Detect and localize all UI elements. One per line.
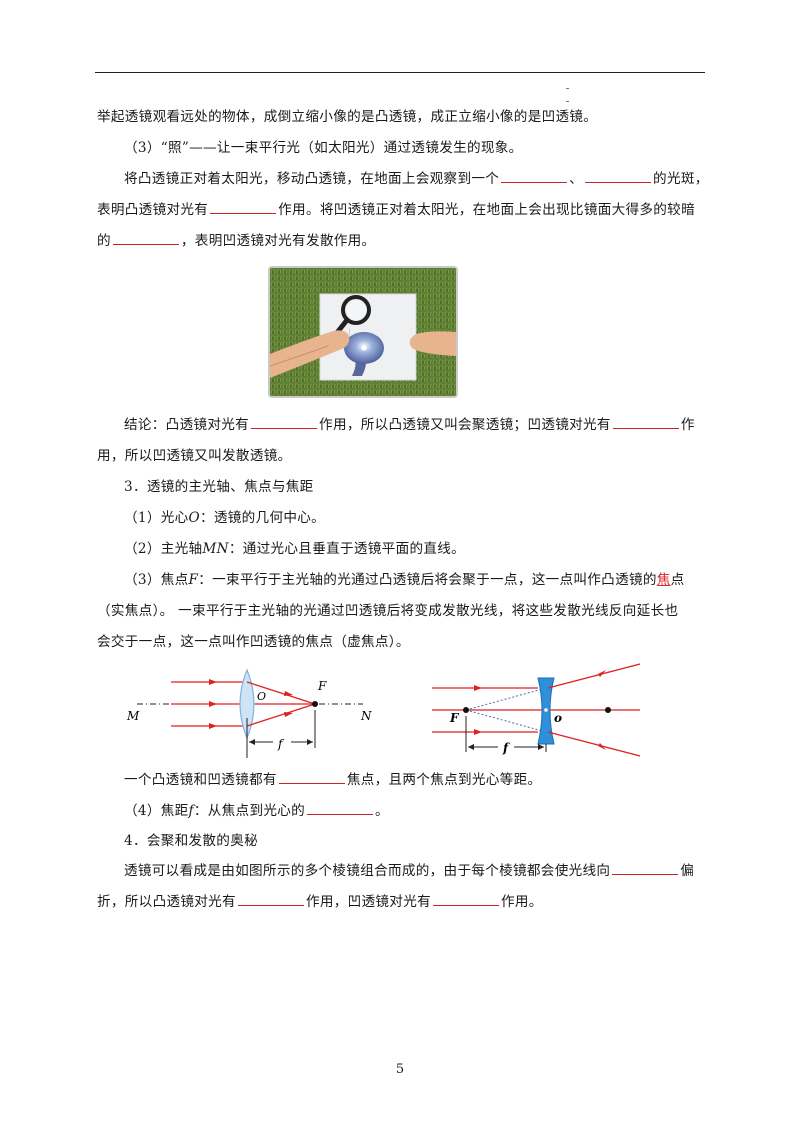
paragraph-virtual-focus: 会交于一点，这一点叫作凹透镜的焦点（虚焦点）。 <box>97 627 707 657</box>
text: 一个凸透镜和凹透镜都有 <box>124 772 277 788</box>
refracted-ray <box>547 731 641 757</box>
section-heading-converge: 4．会聚和发散的奥秘 <box>97 826 734 856</box>
text: 的 <box>97 233 111 249</box>
text: 4．会聚和发散的奥秘 <box>124 833 258 849</box>
header-mark <box>566 88 569 89</box>
text: 折，所以凸透镜对光有 <box>97 894 236 910</box>
refracted-ray <box>246 681 316 705</box>
paragraph-shine-heading: （3）“照”——让一束平行光（如太阳光）通过透镜发生的现象。 <box>97 133 734 163</box>
page-number: 5 <box>395 1062 405 1077</box>
focal-point-dot <box>312 701 318 707</box>
text: ：一束平行于主光轴的光通过凸透镜后将会聚于一点，这一点叫作凸透镜的 <box>198 572 657 588</box>
fill-blank[interactable] <box>612 861 679 875</box>
text: 、 <box>569 171 584 187</box>
label-focal-length: f <box>502 741 510 755</box>
text: ，表明凹透镜对光有发散作用。 <box>180 233 376 249</box>
paragraph-convex-effect: 表明凸透镜对光有 作用。将凹透镜正对着太阳光，在地面上会出现比镜面大得多的较暗 <box>97 195 707 225</box>
text: 透镜可以看成是由如图所示的多个棱镜组合而成的，由于每个棱镜都会使光线向 <box>124 863 611 879</box>
text: 作用。 <box>500 894 543 910</box>
fill-blank[interactable] <box>210 200 277 214</box>
fill-blank[interactable] <box>585 169 652 183</box>
fill-blank[interactable] <box>237 892 304 906</box>
text: 作用，凹透镜对光有 <box>305 894 431 910</box>
magnifier-sunlight-photo <box>268 266 458 398</box>
paragraph-principal-axis: （2）主光轴MN：通过光心且垂直于透镜平面的直线。 <box>97 534 734 564</box>
text: 作用，所以凸透镜又叫会聚透镜；凹透镜对光有 <box>319 417 611 433</box>
text: （3）“照”——让一束平行光（如太阳光）通过透镜发生的现象。 <box>124 140 523 156</box>
paragraph-concave-effect: 的 ，表明凹透镜对光有发散作用。 <box>97 226 707 256</box>
paragraph-prism: 透镜可以看成是由如图所示的多个棱镜组合而成的，由于每个棱镜都会使光线向 偏 <box>97 856 734 886</box>
symbol-mn: MN <box>202 541 229 557</box>
paragraph-conclusion-cont: 用，所以凹透镜又叫发散透镜。 <box>97 441 707 471</box>
fill-blank[interactable] <box>501 169 568 183</box>
text: （2）主光轴 <box>124 541 203 557</box>
symbol-o: O <box>188 510 200 526</box>
refracted-ray <box>547 663 641 689</box>
text: 举起透镜观看远处的物体，成倒立缩小像的是凸透镜，成正立缩小像的是凹透镜。 <box>97 109 598 125</box>
fill-blank[interactable] <box>278 770 345 784</box>
label-m: M <box>126 709 140 723</box>
paragraph-focal-point: （3）焦点F：一束平行于主光轴的光通过凸透镜后将会聚于一点，这一点叫作凸透镜的焦… <box>97 565 734 595</box>
text: ：透镜的几何中心。 <box>199 510 326 526</box>
text: 作 <box>680 417 695 433</box>
virtual-ray <box>465 687 547 711</box>
paragraph-prism-cont: 折，所以凸透镜对光有 作用，凹透镜对光有 作用。 <box>97 887 707 917</box>
arrow-heads <box>284 691 293 717</box>
text: 3．透镜的主光轴、焦点与焦距 <box>124 479 314 495</box>
label-f-focus: F <box>317 679 327 693</box>
text: ：从焦点到光心的 <box>193 803 306 819</box>
focal-point-dot <box>605 707 611 713</box>
paragraph-identify-lens: 举起透镜观看远处的物体，成倒立缩小像的是凸透镜，成正立缩小像的是凹透镜。 <box>97 102 707 132</box>
paragraph-convex-sun: 将凸透镜正对着太阳光，移动凸透镜，在地面上会观察到一个 、 的光斑， <box>97 164 734 194</box>
text: （4）焦距 <box>124 803 189 819</box>
symbol-f: F <box>188 572 199 588</box>
text: 用，所以凹透镜又叫发散透镜。 <box>97 448 292 464</box>
fill-blank[interactable] <box>612 415 679 429</box>
header-rule <box>95 72 705 73</box>
text: 结论：凸透镜对光有 <box>124 417 250 433</box>
paragraph-optical-center: （1）光心O：透镜的几何中心。 <box>97 503 734 533</box>
header-mark <box>566 101 569 102</box>
arrow-heads <box>474 685 482 735</box>
label-o: o <box>554 711 562 725</box>
fill-blank[interactable] <box>432 892 499 906</box>
paragraph-conclusion: 结论：凸透镜对光有 作用，所以凸透镜又叫会聚透镜；凹透镜对光有 作 <box>97 410 734 440</box>
optical-center-dot <box>544 708 548 712</box>
photo-illustration <box>270 268 456 396</box>
paragraph-focal-point-cont: （实焦点）。 一束平行于主光轴的光通过凹透镜后将变成发散光线，将这些发散光线反向… <box>97 596 707 626</box>
virtual-focus-dot <box>463 707 469 713</box>
symbol-focal-length: f <box>188 803 194 819</box>
virtual-ray <box>465 709 547 733</box>
paragraph-two-foci: 一个凸透镜和凹透镜都有 焦点，且两个焦点到光心等距。 <box>97 765 734 795</box>
refracted-ray <box>246 703 316 727</box>
fill-blank[interactable] <box>251 415 318 429</box>
text: 焦点，且两个焦点到光心等距。 <box>346 772 542 788</box>
text: （3）焦点 <box>124 572 189 588</box>
highlighted-char: 焦 <box>656 572 671 588</box>
text: 的光斑， <box>653 171 709 187</box>
text: 将凸透镜正对着太阳光，移动凸透镜，在地面上会观察到一个 <box>124 171 500 187</box>
label-focal-length: f <box>277 737 285 751</box>
text: 偏 <box>680 863 695 879</box>
label-o: O <box>257 690 266 703</box>
text: 表明凸透镜对光有 <box>97 202 209 218</box>
text: 会交于一点，这一点叫作凹透镜的焦点（虚焦点）。 <box>97 634 410 650</box>
paragraph-focal-length: （4）焦距f：从焦点到光心的 。 <box>97 796 734 826</box>
fill-blank[interactable] <box>112 231 179 245</box>
label-n: N <box>360 709 372 723</box>
text: 点 <box>670 572 685 588</box>
text: ：通过光心且垂直于透镜平面的直线。 <box>228 541 466 557</box>
convex-lens-diagram: M N O F f <box>126 668 372 758</box>
concave-lens-diagram: F o f <box>432 663 641 757</box>
section-heading-focus: 3．透镜的主光轴、焦点与焦距 <box>97 472 734 502</box>
text: 作用。将凹透镜正对着太阳光，在地面上会出现比镜面大得多的较暗 <box>278 202 695 218</box>
text: （1）光心 <box>124 510 189 526</box>
label-f-focus: F <box>449 711 460 725</box>
arrow-heads <box>209 679 217 729</box>
text: 。 <box>375 803 389 819</box>
text: （实焦点）。 一束平行于主光轴的光通过凹透镜后将变成发散光线，将这些发散光线反向… <box>97 603 679 619</box>
fill-blank[interactable] <box>307 801 374 815</box>
